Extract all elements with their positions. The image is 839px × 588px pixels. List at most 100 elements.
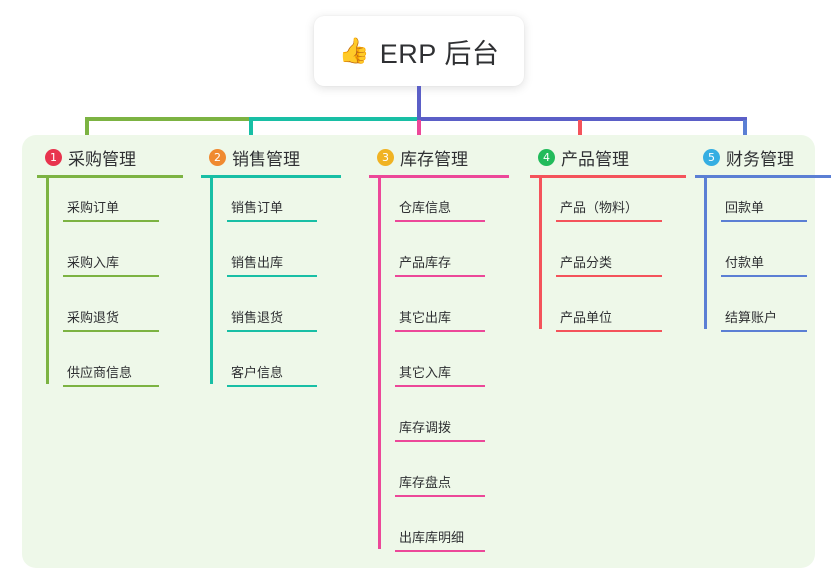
branch-title-3: 库存管理 xyxy=(400,149,468,169)
leaf-node[interactable]: 出库库明细 xyxy=(395,527,485,552)
leaf-node[interactable]: 销售订单 xyxy=(227,197,317,222)
leaf-node-label: 产品分类 xyxy=(560,255,613,270)
branch-header-3[interactable]: 3 库存管理 xyxy=(367,135,522,179)
branch-header-rule-2 xyxy=(201,175,341,178)
leaf-node-label: 回款单 xyxy=(725,200,765,215)
branch-header-2[interactable]: 2 销售管理 xyxy=(199,135,354,179)
branch-column-2: 2 销售管理 销售订单销售出库销售退货客户信息 xyxy=(199,135,354,387)
leaf-node[interactable]: 客户信息 xyxy=(227,362,317,387)
branch-column-3: 3 库存管理 仓库信息产品库存其它出库其它入库库存调拨库存盘点出库库明细 xyxy=(367,135,522,552)
leaf-node-label: 采购退货 xyxy=(67,310,120,325)
leaf-node-label: 销售订单 xyxy=(231,200,284,215)
leaf-node-label: 客户信息 xyxy=(231,365,284,380)
connector-segment-blue xyxy=(417,117,747,121)
leaf-node-label: 采购订单 xyxy=(67,200,120,215)
branch-title-2: 销售管理 xyxy=(232,149,300,169)
leaf-node-rule xyxy=(227,275,317,277)
branch-column-5: 5 财务管理 回款单付款单结算账户 xyxy=(693,135,839,332)
leaf-node-rule xyxy=(721,330,807,332)
root-node[interactable]: 👍 ERP 后台 xyxy=(314,16,524,86)
leaf-node[interactable]: 销售退货 xyxy=(227,307,317,332)
branch-column-1: 1 采购管理 采购订单采购入库采购退货供应商信息 xyxy=(35,135,195,387)
branch-header-5[interactable]: 5 财务管理 xyxy=(693,135,839,179)
leaf-node-rule xyxy=(63,385,159,387)
leaf-node-rule xyxy=(63,220,159,222)
leaf-node[interactable]: 采购退货 xyxy=(63,307,159,332)
leaf-node[interactable]: 回款单 xyxy=(721,197,807,222)
branch-title-5: 财务管理 xyxy=(726,149,794,169)
leaf-node-rule xyxy=(227,385,317,387)
branch-spine-1 xyxy=(46,177,49,384)
leaf-node-rule xyxy=(721,220,807,222)
leaf-node[interactable]: 采购入库 xyxy=(63,252,159,277)
leaf-node-label: 销售退货 xyxy=(231,310,284,325)
leaf-node-label: 其它入库 xyxy=(399,365,452,380)
leaf-node[interactable]: 产品单位 xyxy=(556,307,662,332)
leaf-node-label: 结算账户 xyxy=(725,310,778,325)
leaf-node-rule xyxy=(395,220,485,222)
leaf-node-label: 产品单位 xyxy=(560,310,613,325)
leaf-node-label: 出库库明细 xyxy=(399,530,465,545)
branch-badge-4: 4 xyxy=(538,148,555,166)
leaf-node[interactable]: 其它入库 xyxy=(395,362,485,387)
leaf-node-rule xyxy=(721,275,807,277)
leaf-node[interactable]: 仓库信息 xyxy=(395,197,485,222)
leaf-node[interactable]: 产品分类 xyxy=(556,252,662,277)
leaf-node[interactable]: 产品（物料） xyxy=(556,197,662,222)
leaf-node-rule xyxy=(395,330,485,332)
leaf-node-label: 采购入库 xyxy=(67,255,120,270)
leaf-node-rule xyxy=(395,275,485,277)
leaf-node-rule xyxy=(395,495,485,497)
leaf-node[interactable]: 库存调拨 xyxy=(395,417,485,442)
leaf-node[interactable]: 结算账户 xyxy=(721,307,807,332)
leaf-node-rule xyxy=(556,220,662,222)
leaf-node[interactable]: 供应商信息 xyxy=(63,362,159,387)
leaf-node-rule xyxy=(227,330,317,332)
leaf-node-label: 产品（物料） xyxy=(560,200,639,215)
branch-badge-1: 1 xyxy=(45,148,62,166)
connector-segment-green xyxy=(85,117,251,121)
leaf-node-label: 库存调拨 xyxy=(399,420,452,435)
root-stem-connector xyxy=(417,86,421,120)
leaf-node-rule xyxy=(63,330,159,332)
leaf-node-rule xyxy=(556,275,662,277)
branch-header-rule-4 xyxy=(530,175,686,178)
branch-header-rule-5 xyxy=(695,175,831,178)
branch-header-4[interactable]: 4 产品管理 xyxy=(528,135,693,179)
branch-spine-4 xyxy=(539,177,542,329)
mindmap-panel: 1 采购管理 采购订单采购入库采购退货供应商信息 2 销售管理 销售订单销售出库… xyxy=(22,135,831,568)
leaf-node-rule xyxy=(63,275,159,277)
branch-title-4: 产品管理 xyxy=(561,149,629,169)
branch-title-1: 采购管理 xyxy=(68,149,136,169)
leaf-node[interactable]: 其它出库 xyxy=(395,307,485,332)
branch-badge-2: 2 xyxy=(209,148,226,166)
leaf-node-label: 销售出库 xyxy=(231,255,284,270)
leaf-node-rule xyxy=(227,220,317,222)
leaf-node[interactable]: 销售出库 xyxy=(227,252,317,277)
leaf-node-rule xyxy=(395,550,485,552)
root-node-title: ERP 后台 xyxy=(379,38,500,69)
connector-segment-teal xyxy=(249,117,419,121)
thumbs-up-icon: 👍 xyxy=(338,36,370,65)
leaf-node-rule xyxy=(556,330,662,332)
branch-spine-5 xyxy=(704,177,707,329)
branch-column-4: 4 产品管理 产品（物料） 产品分类产品单位 xyxy=(528,135,693,332)
leaf-node[interactable]: 产品库存 xyxy=(395,252,485,277)
leaf-node[interactable]: 库存盘点 xyxy=(395,472,485,497)
leaf-node-label: 产品库存 xyxy=(399,255,452,270)
leaf-node-label: 库存盘点 xyxy=(399,475,452,490)
leaf-node[interactable]: 采购订单 xyxy=(63,197,159,222)
leaf-node-label: 供应商信息 xyxy=(67,365,133,380)
branch-spine-2 xyxy=(210,177,213,384)
branch-badge-5: 5 xyxy=(703,148,720,166)
branch-header-rule-1 xyxy=(37,175,183,178)
leaf-node-label: 付款单 xyxy=(725,255,765,270)
branch-header-rule-3 xyxy=(369,175,509,178)
branch-badge-3: 3 xyxy=(377,148,394,166)
leaf-node[interactable]: 付款单 xyxy=(721,252,807,277)
leaf-node-label: 仓库信息 xyxy=(399,200,452,215)
branch-header-1[interactable]: 1 采购管理 xyxy=(35,135,195,179)
leaf-node-rule xyxy=(395,440,485,442)
leaf-node-label: 其它出库 xyxy=(399,310,452,325)
